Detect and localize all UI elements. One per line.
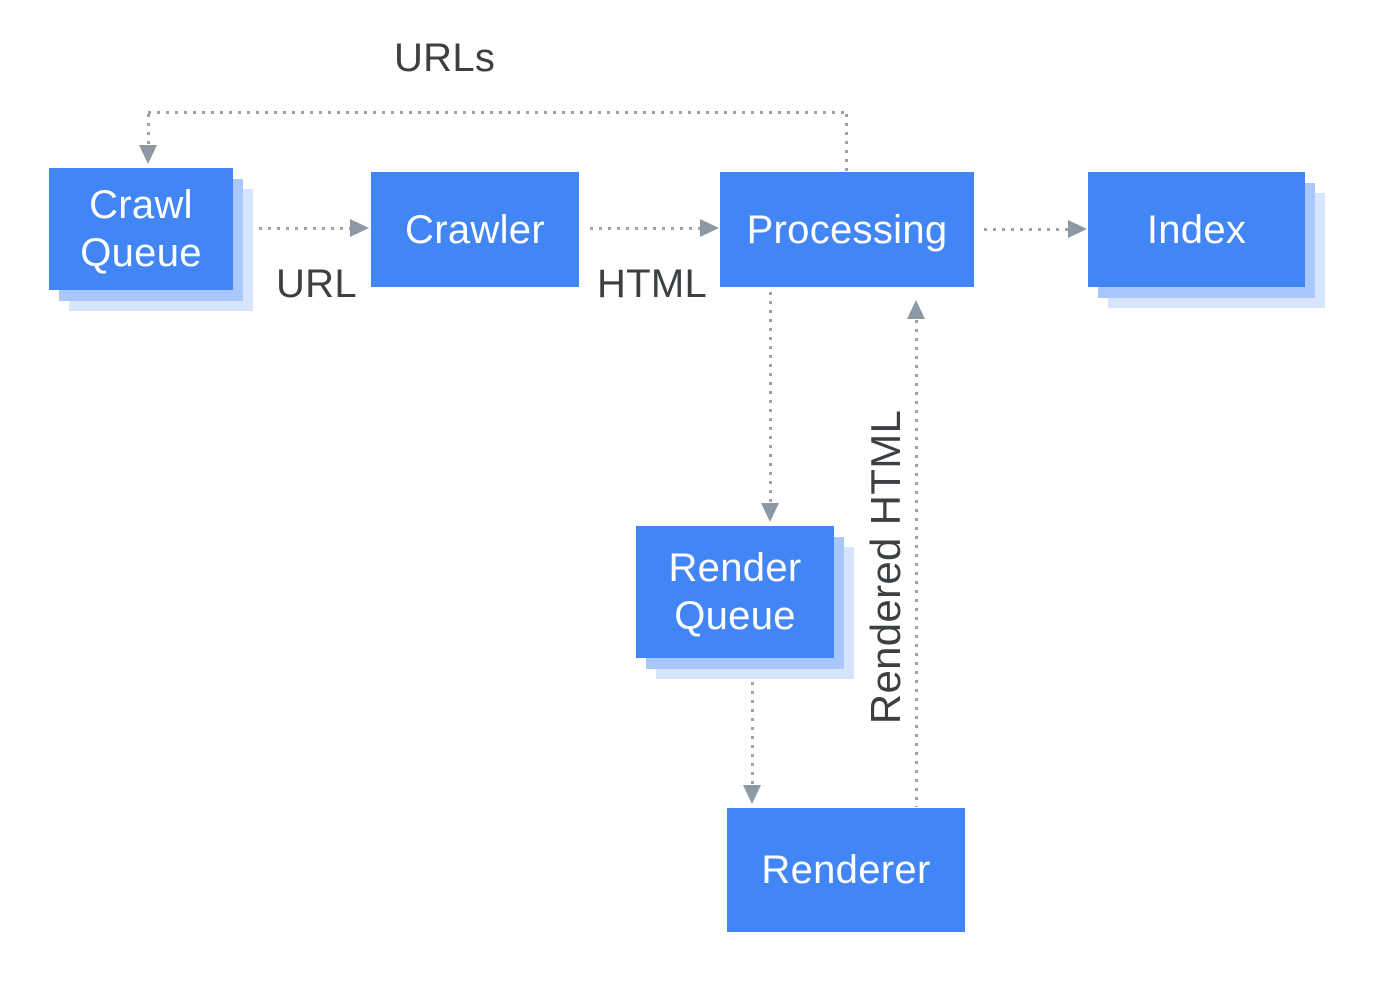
arrowhead-right-icon (1068, 220, 1087, 238)
edge-label-html: HTML (597, 262, 708, 306)
edge-processing-to-crawlqueue-left-segment (147, 114, 150, 144)
arrowhead-down-icon (743, 785, 761, 804)
node-processing-label: Processing (746, 207, 948, 252)
edge-label-urls: URLs (394, 36, 496, 80)
edge-renderer-to-processing (915, 320, 918, 807)
node-crawler: Crawler (371, 172, 579, 287)
edge-processing-to-crawlqueue-right-segment (845, 114, 848, 172)
edge-crawlqueue-to-crawler (250, 227, 350, 230)
arrowhead-up-icon (907, 300, 925, 319)
edge-label-url: URL (276, 262, 357, 306)
arrowhead-down-icon (761, 503, 779, 522)
node-crawl-queue-label: Crawl Queue (80, 183, 202, 275)
arrowhead-down-icon (139, 145, 157, 164)
node-renderer: Renderer (727, 808, 965, 932)
node-crawl-queue: Crawl Queue (49, 168, 233, 290)
node-index: Index (1088, 172, 1305, 287)
node-processing: Processing (720, 172, 974, 287)
edge-processing-to-crawlqueue-top-segment (148, 111, 848, 114)
node-renderer-label: Renderer (761, 848, 931, 892)
node-render-queue-label: Render Queue (668, 546, 802, 638)
node-render-queue: Render Queue (636, 526, 834, 658)
edge-crawler-to-processing (590, 227, 700, 230)
node-index-label: Index (1146, 207, 1247, 252)
edge-processing-to-index (984, 228, 1068, 231)
edge-renderqueue-to-renderer (751, 664, 754, 784)
node-crawler-label: Crawler (405, 207, 545, 252)
edge-label-rendered-html: Rendered HTML (862, 409, 909, 725)
arrowhead-right-icon (700, 219, 719, 237)
edge-processing-to-renderqueue (769, 292, 772, 502)
arrowhead-right-icon (350, 219, 369, 237)
